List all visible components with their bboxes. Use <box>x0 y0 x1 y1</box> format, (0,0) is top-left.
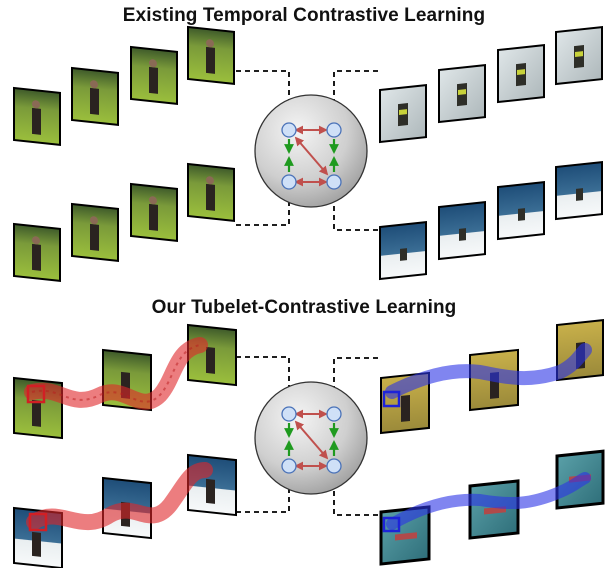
embedding-node <box>281 122 297 138</box>
blue-tubelet <box>386 472 591 530</box>
tubelet-start-box <box>26 384 46 404</box>
negative-pair-arrow <box>294 136 329 176</box>
embedding-node <box>326 406 342 422</box>
top-panel <box>13 25 603 282</box>
negative-pair-arrow <box>294 420 329 460</box>
tubelet-start-box <box>382 516 401 533</box>
video-frame <box>187 25 235 85</box>
golf-video-lower-tubelet <box>13 453 237 568</box>
video-frame <box>71 66 119 126</box>
video-frame <box>379 221 427 281</box>
video-frame <box>130 182 178 242</box>
video-frame <box>468 479 520 540</box>
video-frame <box>438 201 486 261</box>
video-frame <box>187 162 235 222</box>
ski-video-lower-frames <box>379 161 603 281</box>
swimming-video-blue-tubelet <box>379 449 605 566</box>
bottom-section-title: Our Tubelet-Contrastive Learning <box>151 297 457 318</box>
video-frame <box>555 161 603 221</box>
tubelet-edge <box>31 344 201 403</box>
embedding-node <box>281 458 297 474</box>
tubelet-start-box <box>382 390 401 408</box>
embedding-node <box>281 174 297 190</box>
golf-video-blue-tubelet <box>380 319 604 435</box>
video-frame <box>555 26 603 86</box>
golf-video-lower-frames <box>13 162 235 282</box>
embedding-space-sphere <box>254 381 368 495</box>
ski-video-upper-frames <box>379 26 603 144</box>
tubelet-start-box <box>28 512 48 532</box>
golf-video-upper-frames <box>13 25 235 146</box>
video-frame <box>379 84 427 144</box>
embedding-node <box>281 406 297 422</box>
embedding-space-sphere <box>254 94 368 208</box>
top-section-title: Existing Temporal Contrastive Learning <box>122 5 486 26</box>
golf-video-upper-tubelet <box>13 323 237 440</box>
red-tubelet <box>26 462 213 531</box>
video-frame <box>13 86 61 146</box>
embedding-node <box>326 458 342 474</box>
video-frame <box>497 181 545 241</box>
embedding-node <box>326 122 342 138</box>
embedding-node <box>326 174 342 190</box>
blue-tubelet <box>385 343 592 399</box>
video-frame <box>497 44 545 104</box>
video-frame <box>438 64 486 124</box>
video-frame <box>13 222 61 282</box>
video-frame <box>130 45 178 105</box>
bottom-panel <box>13 319 605 568</box>
video-frame <box>71 202 119 262</box>
